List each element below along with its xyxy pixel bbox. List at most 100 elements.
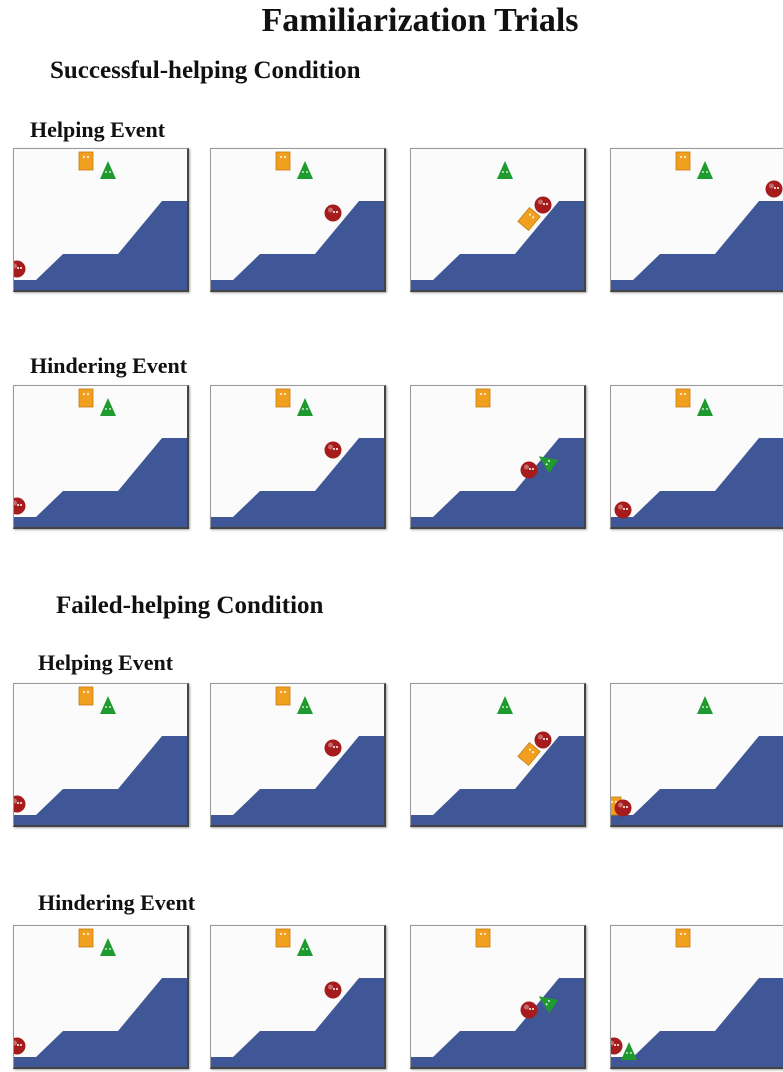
triangle-character bbox=[497, 161, 513, 179]
scene-svg bbox=[211, 928, 384, 1067]
event-frame bbox=[210, 148, 386, 292]
hill-shape bbox=[411, 736, 584, 825]
square-character bbox=[675, 151, 691, 171]
ball-character bbox=[520, 461, 538, 479]
hill-shape bbox=[14, 201, 187, 290]
hill-shape bbox=[611, 978, 783, 1067]
ball-character bbox=[520, 1001, 538, 1019]
square-character bbox=[78, 928, 94, 948]
scene-svg bbox=[211, 388, 384, 527]
triangle-character bbox=[697, 161, 713, 179]
square-character bbox=[675, 388, 691, 408]
scene-svg bbox=[411, 928, 584, 1067]
hill-shape bbox=[211, 438, 384, 527]
square-character bbox=[275, 928, 291, 948]
scene-svg bbox=[211, 151, 384, 290]
scene-svg bbox=[611, 928, 783, 1067]
square-character bbox=[517, 742, 541, 766]
scene-svg bbox=[14, 928, 187, 1067]
hill-shape bbox=[211, 736, 384, 825]
page-title: Familiarization Trials bbox=[261, 2, 579, 39]
ball-character bbox=[14, 1037, 26, 1055]
event-frame bbox=[13, 683, 189, 827]
hill-shape bbox=[611, 201, 783, 290]
triangle-character bbox=[621, 1042, 637, 1060]
ball-character bbox=[14, 260, 26, 278]
scene-svg bbox=[411, 161, 584, 290]
triangle-character bbox=[100, 161, 116, 179]
event-frame bbox=[410, 385, 586, 529]
ball-character bbox=[614, 799, 632, 817]
square-character bbox=[78, 151, 94, 171]
ball-character bbox=[324, 441, 342, 459]
hill-shape bbox=[14, 736, 187, 825]
ball-character bbox=[14, 795, 26, 813]
ball-character bbox=[534, 731, 552, 749]
event-frame bbox=[410, 683, 586, 827]
square-character bbox=[275, 151, 291, 171]
event-frame bbox=[210, 925, 386, 1069]
ball-character bbox=[765, 180, 783, 198]
hill-shape bbox=[14, 978, 187, 1067]
scene-svg bbox=[611, 388, 783, 527]
ball-character bbox=[324, 204, 342, 222]
event-label-successful-helping: Helping Event bbox=[30, 117, 166, 142]
ball-character bbox=[324, 981, 342, 999]
triangle-character bbox=[538, 456, 559, 474]
event-frame bbox=[13, 148, 189, 292]
scene-svg bbox=[14, 388, 187, 527]
triangle-character bbox=[100, 938, 116, 956]
scene-svg bbox=[14, 686, 187, 825]
hill-shape bbox=[611, 438, 783, 527]
triangle-character bbox=[297, 938, 313, 956]
scene-svg bbox=[611, 151, 783, 290]
triangle-character bbox=[697, 398, 713, 416]
event-label-failed-hindering: Hindering Event bbox=[38, 890, 196, 915]
triangle-character bbox=[297, 161, 313, 179]
square-character bbox=[517, 207, 541, 231]
event-frame bbox=[610, 683, 783, 827]
event-frame bbox=[410, 925, 586, 1069]
square-character bbox=[475, 928, 491, 948]
triangle-character bbox=[697, 696, 713, 714]
hill-shape bbox=[411, 201, 584, 290]
ball-character bbox=[14, 497, 26, 515]
square-character bbox=[275, 686, 291, 706]
condition-label-successful-helping: Successful-helping Condition bbox=[50, 57, 361, 84]
ball-character bbox=[324, 739, 342, 757]
event-label-failed-helping: Helping Event bbox=[38, 650, 174, 675]
event-frame bbox=[410, 148, 586, 292]
triangle-character bbox=[497, 696, 513, 714]
square-character bbox=[78, 686, 94, 706]
condition-label-failed-helping: Failed-helping Condition bbox=[56, 592, 324, 619]
hill-shape bbox=[14, 438, 187, 527]
event-label-successful-hindering: Hindering Event bbox=[30, 353, 188, 378]
triangle-character bbox=[100, 696, 116, 714]
event-frame bbox=[610, 148, 783, 292]
triangle-character bbox=[100, 398, 116, 416]
scene-svg bbox=[211, 686, 384, 825]
square-character bbox=[675, 928, 691, 948]
event-frame bbox=[210, 385, 386, 529]
hill-shape bbox=[211, 978, 384, 1067]
square-character bbox=[78, 388, 94, 408]
triangle-character bbox=[297, 696, 313, 714]
event-frame bbox=[13, 925, 189, 1069]
ball-character bbox=[614, 501, 632, 519]
scene-svg bbox=[14, 151, 187, 290]
hill-shape bbox=[411, 438, 584, 527]
square-character bbox=[475, 388, 491, 408]
scene-svg bbox=[611, 696, 783, 825]
hill-shape bbox=[211, 201, 384, 290]
ball-character bbox=[611, 1037, 623, 1055]
square-character bbox=[275, 388, 291, 408]
triangle-character bbox=[538, 996, 559, 1014]
scene-svg bbox=[411, 388, 584, 527]
hill-shape bbox=[411, 978, 584, 1067]
event-frame bbox=[13, 385, 189, 529]
hill-shape bbox=[611, 736, 783, 825]
ball-character bbox=[534, 196, 552, 214]
event-frame bbox=[210, 683, 386, 827]
triangle-character bbox=[297, 398, 313, 416]
event-frame bbox=[610, 925, 783, 1069]
